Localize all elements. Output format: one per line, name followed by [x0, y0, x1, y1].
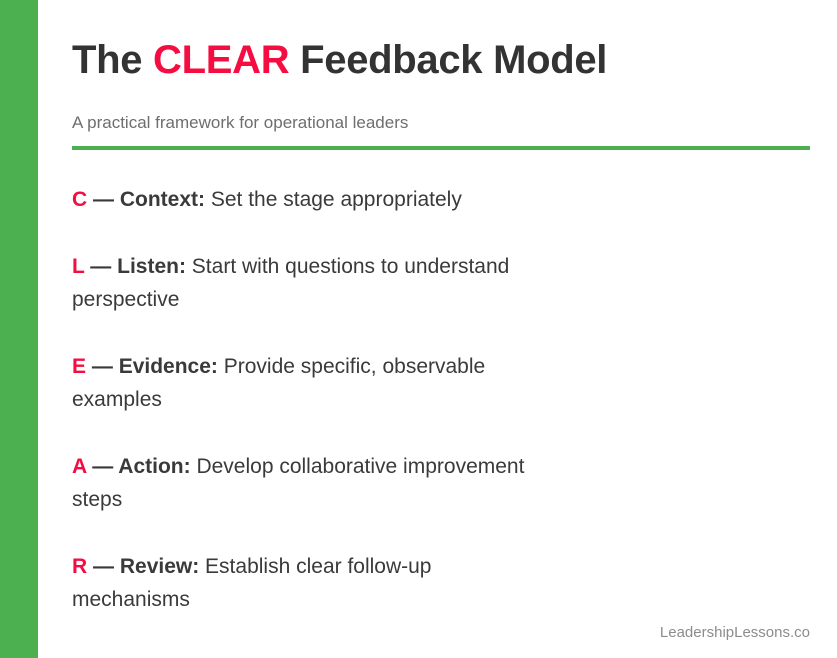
page-subtitle: A practical framework for operational le… — [72, 113, 409, 132]
list-item: C — Context: Set the stage appropriately — [72, 183, 542, 216]
item-description: Establish clear follow-up mechanisms — [72, 555, 432, 611]
item-description: Set the stage appropriately — [205, 188, 462, 211]
item-dash: — — [86, 455, 119, 478]
item-letter: E — [72, 355, 87, 378]
list-item: L — Listen: Start with questions to unde… — [72, 250, 542, 316]
list-item: R — Review: Establish clear follow-up me… — [72, 550, 542, 616]
item-letter: L — [72, 255, 85, 278]
item-letter: C — [72, 188, 88, 211]
item-label: Review: — [119, 555, 200, 578]
item-label: Action: — [118, 455, 191, 478]
slide-content: The CLEAR Feedback Model A practical fra… — [72, 0, 817, 658]
item-label: Evidence: — [118, 355, 218, 378]
item-description: Start with questions to understand persp… — [72, 255, 510, 311]
list-item: E — Evidence: Provide specific, observab… — [72, 350, 542, 416]
item-description: Provide specific, observable examples — [72, 355, 486, 411]
item-letter: A — [72, 455, 87, 478]
clear-model-list: C — Context: Set the stage appropriately… — [72, 183, 672, 616]
item-dash: — — [84, 255, 118, 278]
item-label: Listen: — [117, 255, 186, 278]
item-dash: — — [86, 355, 119, 378]
item-dash: — — [87, 555, 120, 578]
item-description: Develop collaborative improvement steps — [72, 455, 525, 511]
title-suffix: Feedback Model — [289, 38, 608, 82]
title-prefix: The — [72, 38, 154, 82]
item-dash: — — [87, 188, 120, 211]
header-divider-rule — [72, 146, 810, 150]
list-item: A — Action: Develop collaborative improv… — [72, 450, 542, 516]
item-label: Context: — [119, 188, 206, 211]
item-letter: R — [72, 555, 88, 578]
page-title: The CLEAR Feedback Model — [72, 37, 607, 83]
title-highlight: CLEAR — [153, 38, 290, 82]
footer-watermark: LeadershipLessons.co — [659, 624, 810, 641]
left-accent-bar — [0, 0, 38, 658]
